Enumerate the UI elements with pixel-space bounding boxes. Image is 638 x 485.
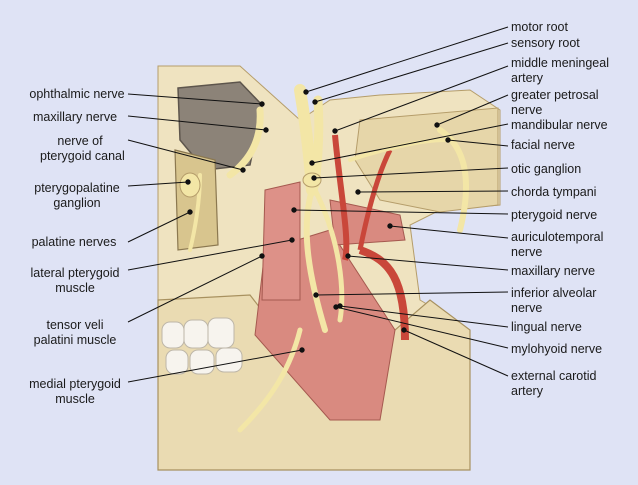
label-mylohyoid: mylohyoid nerve	[511, 342, 603, 356]
leader-dot-mandibular	[309, 160, 315, 166]
label-pterygoid: pterygoid nerve	[511, 208, 598, 222]
leader-mylohyoid	[335, 306, 509, 349]
leader-inferior-alveolar	[315, 291, 509, 296]
leader-maxillary-right	[347, 255, 509, 271]
leader-dot-auriculotemporal	[387, 223, 393, 229]
leader-medial-pterygoid	[127, 349, 303, 383]
leader-palatine	[127, 211, 191, 243]
leader-facial	[447, 139, 509, 147]
leader-dot-pterygoid	[291, 207, 297, 213]
leader-dot-chorda	[355, 189, 361, 195]
label-otic: otic ganglion	[511, 162, 582, 176]
leader-sensory-root	[314, 42, 509, 103]
otic-ganglion-shape	[302, 172, 322, 188]
label-palatine: palatine nerves	[31, 235, 117, 249]
leader-external-carotid	[403, 329, 509, 377]
label-mandibular: mandibular nerve	[511, 118, 608, 132]
leader-middle-meningeal	[334, 65, 509, 132]
leader-dot-motor-root	[303, 89, 309, 95]
leader-mandibular	[311, 123, 509, 164]
leader-pterygoid	[293, 209, 509, 215]
label-ophthalmic: ophthalmic nerve	[29, 87, 125, 101]
leader-dot-middle-meningeal	[332, 128, 338, 134]
leader-dot-pterygopalatine	[185, 179, 191, 185]
label-chorda: chorda tympani	[511, 185, 597, 199]
label-maxillary-right: maxillary nerve	[511, 264, 596, 278]
leader-dot-otic	[311, 175, 317, 181]
leader-dot-ophthalmic	[259, 101, 265, 107]
leader-dot-mylohyoid	[333, 304, 339, 310]
sinus-cavity	[174, 149, 219, 251]
leader-dot-maxillary-right	[345, 253, 351, 259]
leader-pterygoid-canal	[127, 139, 244, 171]
leader-dot-facial	[445, 137, 451, 143]
label-sensory-root: sensory root	[511, 36, 580, 50]
lateral-pterygoid-muscle	[261, 181, 301, 301]
teeth	[161, 317, 243, 375]
leader-dot-maxillary-left	[263, 127, 269, 133]
leader-ophthalmic	[127, 93, 263, 105]
pterygopalatine-ganglion-shape	[179, 172, 201, 198]
external-carotid-artery-shape	[358, 246, 409, 341]
maxillary-artery-shape	[357, 148, 393, 251]
label-lingual: lingual nerve	[511, 320, 582, 334]
leader-lateral-pterygoid	[127, 239, 293, 271]
leader-dot-sensory-root	[312, 99, 318, 105]
leader-pterygopalatine	[127, 181, 189, 187]
leader-dot-lateral-pterygoid	[289, 237, 295, 243]
leader-lingual	[339, 305, 509, 328]
leader-dot-external-carotid	[401, 327, 407, 333]
leader-dot-inferior-alveolar	[313, 292, 319, 298]
leader-dot-pterygoid-canal	[240, 167, 246, 173]
leader-dot-greater-petrosal	[434, 122, 440, 128]
leader-dot-palatine	[187, 209, 193, 215]
leader-lines	[127, 26, 509, 383]
leader-otic	[313, 167, 509, 179]
leader-chorda	[357, 190, 509, 193]
leader-maxillary-left	[127, 115, 267, 131]
leader-dot-tensor-veli	[259, 253, 265, 259]
label-motor-root: motor root	[511, 20, 568, 34]
label-facial: facial nerve	[511, 138, 575, 152]
orbit-cavity	[177, 81, 263, 171]
leader-tensor-veli	[127, 255, 263, 323]
leader-greater-petrosal	[436, 94, 509, 126]
label-maxillary-left: maxillary nerve	[32, 110, 118, 124]
leader-dot-medial-pterygoid	[299, 347, 305, 353]
leader-motor-root	[305, 26, 509, 93]
leader-auriculotemporal	[389, 225, 509, 239]
